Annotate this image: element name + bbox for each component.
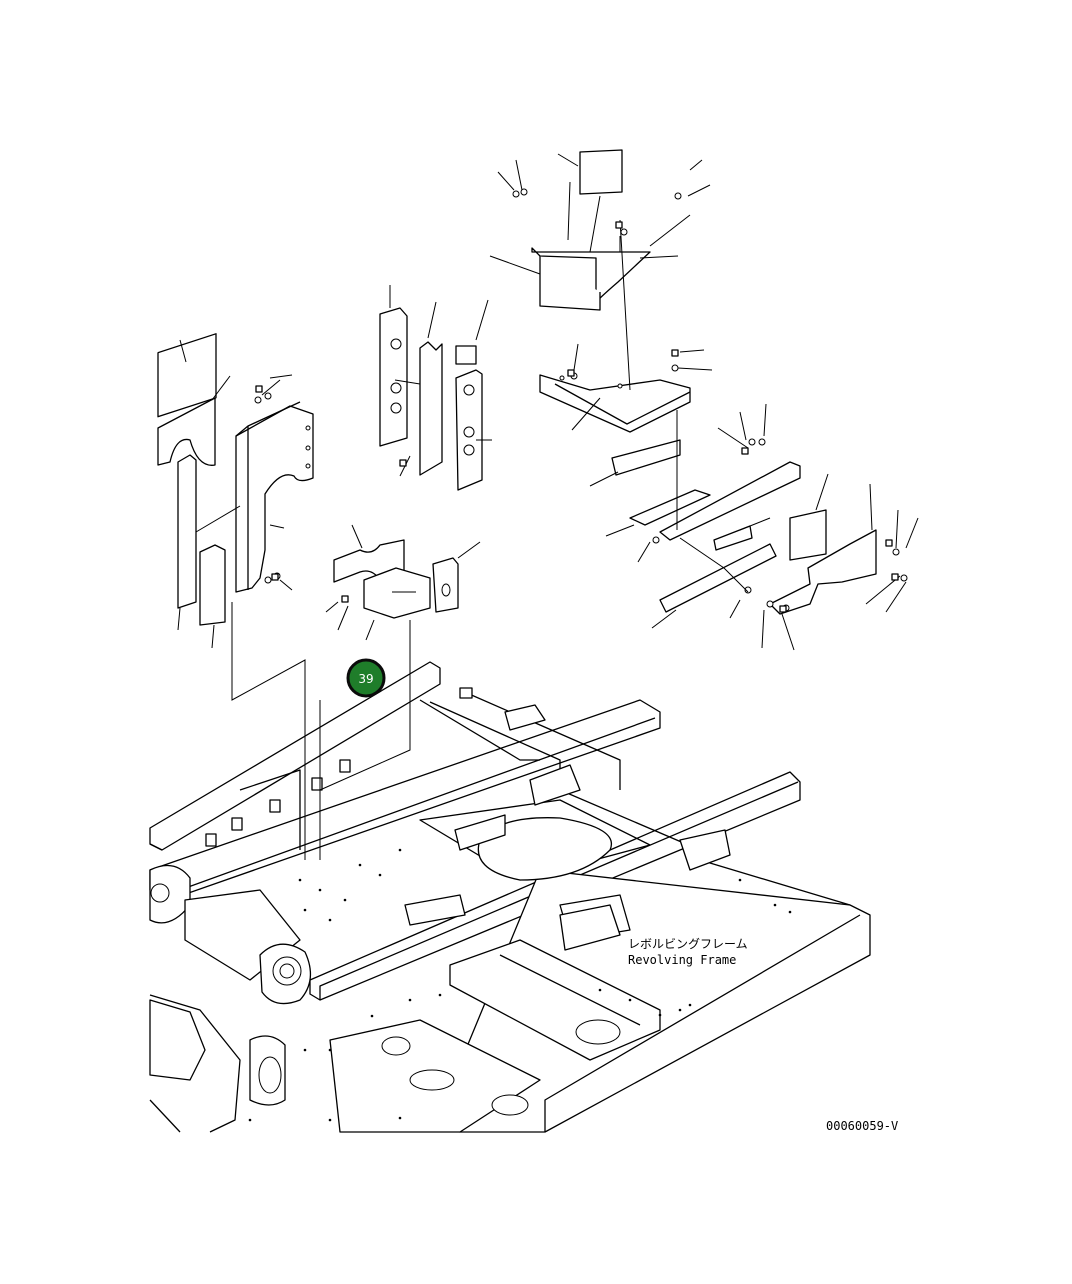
frame-caption-jp: レボルビングフレーム (628, 937, 748, 951)
left-cover-group (157, 333, 321, 860)
bolt-set (255, 221, 899, 613)
callout-number[interactable]: 39 (358, 672, 373, 686)
frame-caption-en: Revolving Frame (628, 953, 736, 967)
revolving-frame (149, 661, 871, 1133)
middle-plate-group (319, 285, 492, 791)
top-cover-group (489, 149, 919, 651)
callout-badge-39[interactable]: 39 (346, 658, 386, 698)
drawing-number: 00060059-V (826, 1119, 898, 1133)
